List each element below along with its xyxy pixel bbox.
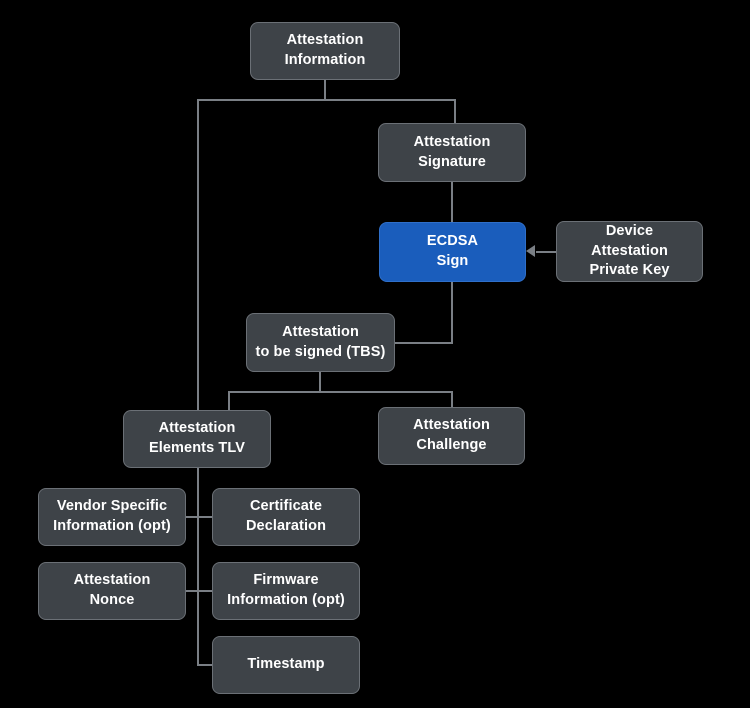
- node-certificate-declaration[interactable]: Certificate Declaration: [212, 488, 360, 546]
- connector-tbs-split-bar: [228, 391, 453, 393]
- node-label-firmware-information: Firmware Information (opt): [227, 572, 345, 608]
- node-attestation-elements-tlv[interactable]: Attestation Elements TLV: [123, 410, 271, 468]
- node-label-attestation-elements-tlv: Attestation Elements TLV: [148, 420, 245, 456]
- node-label-device-attestation-private-key: Device Attestation Private Key: [589, 223, 670, 279]
- node-label-certificate-declaration: Certificate Declaration: [245, 498, 327, 534]
- node-ecdsa-sign[interactable]: ECDSA Sign: [379, 222, 526, 282]
- node-attestation-nonce[interactable]: Attestation Nonce: [38, 562, 186, 620]
- node-timestamp[interactable]: Timestamp: [212, 636, 360, 694]
- connector-info-stem: [324, 80, 326, 101]
- connector-elements-trunk: [197, 468, 199, 666]
- connector-branch-nonce-firmware: [186, 590, 213, 592]
- node-vendor-specific-information[interactable]: Vendor Specific Information (opt): [38, 488, 186, 546]
- node-label-attestation-challenge: Attestation Challenge: [413, 417, 490, 453]
- connector-ecdsa-to-tbs: [394, 342, 453, 344]
- node-attestation-tbs[interactable]: Attestation to be signed (TBS): [246, 313, 395, 372]
- node-device-attestation-private-key[interactable]: Device Attestation Private Key: [556, 221, 703, 282]
- connector-info-split-bar: [197, 99, 456, 101]
- connector-branch-vendor-cert: [186, 516, 213, 518]
- node-label-ecdsa-sign: ECDSA Sign: [426, 233, 479, 269]
- connector-tbs-to-challenge: [451, 391, 453, 408]
- node-label-vendor-specific-information: Vendor Specific Information (opt): [53, 498, 171, 534]
- connector-tbs-to-elements: [228, 391, 230, 411]
- node-attestation-challenge[interactable]: Attestation Challenge: [378, 407, 525, 465]
- node-firmware-information[interactable]: Firmware Information (opt): [212, 562, 360, 620]
- connector-branch-timestamp: [197, 664, 213, 666]
- connector-info-to-left-trunk: [197, 99, 199, 411]
- arrowhead-arrow-into-ecdsa-sign: [526, 245, 535, 257]
- node-attestation-information[interactable]: Attestation Information: [250, 22, 400, 80]
- connector-key-to-ecdsa: [536, 251, 557, 253]
- connector-ecdsa-down: [451, 282, 453, 343]
- node-label-attestation-tbs: Attestation to be signed (TBS): [255, 323, 386, 360]
- node-label-timestamp: Timestamp: [247, 656, 325, 673]
- node-attestation-signature[interactable]: Attestation Signature: [378, 123, 526, 182]
- connector-tbs-stem: [319, 372, 321, 393]
- node-label-attestation-nonce: Attestation Nonce: [73, 572, 151, 608]
- connector-info-to-signature: [454, 99, 456, 124]
- connector-signature-to-ecdsa: [451, 182, 453, 223]
- node-label-attestation-information: Attestation Information: [284, 32, 366, 68]
- node-label-attestation-signature: Attestation Signature: [413, 133, 491, 170]
